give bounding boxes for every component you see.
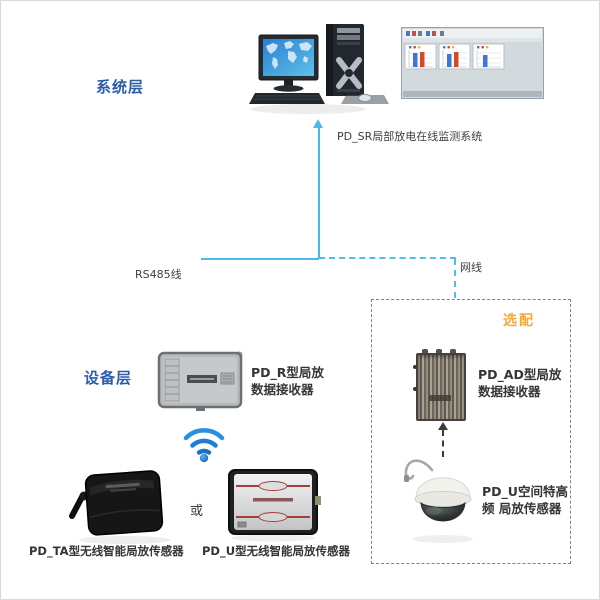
pd-ta-label: PD_TA型无线智能局放传感器 bbox=[29, 544, 184, 558]
port-strip bbox=[164, 358, 180, 402]
pd-u-uhf-label-line2: 频 局放传感器 bbox=[482, 501, 562, 516]
mouse bbox=[341, 93, 389, 104]
toolbar-icons bbox=[406, 31, 444, 36]
pd-u-sensor-illustration bbox=[228, 469, 321, 542]
ethernet-dashed-line-h bbox=[319, 257, 456, 259]
pdad-bump bbox=[436, 349, 442, 353]
pd-ad-label-line1: PD_AD型局放 bbox=[478, 367, 562, 382]
rs485-line bbox=[201, 258, 319, 260]
computer-shadow bbox=[250, 104, 366, 114]
side-connector bbox=[315, 496, 321, 505]
pd-ta-sensor-illustration bbox=[69, 470, 171, 544]
or-label: 或 bbox=[190, 504, 204, 519]
chart-panel-3 bbox=[472, 43, 505, 70]
chart-panel-2 bbox=[438, 43, 471, 70]
pd-r-label-line2: 数据接收器 bbox=[251, 382, 314, 397]
pdad-nameplate bbox=[429, 395, 451, 401]
keyboard bbox=[249, 93, 325, 104]
pd-ad-receiver-illustration bbox=[413, 349, 466, 421]
window-status-bar bbox=[403, 91, 542, 97]
pd-r-label: PD_R型局放 数据接收器 bbox=[251, 364, 324, 398]
pdad-bolt bbox=[413, 365, 417, 369]
face-details bbox=[236, 481, 310, 528]
dome-camera-illustration bbox=[404, 459, 473, 543]
pd-u-label: PD_U型无线智能局放传感器 bbox=[202, 544, 351, 558]
window-toolbar bbox=[403, 29, 542, 38]
desktop-computer-illustration bbox=[249, 24, 389, 114]
optional-label: 选配 bbox=[503, 313, 535, 329]
ethernet-dashed-line-v bbox=[454, 259, 456, 298]
pd-r-label-line1: PD_R型局放 bbox=[251, 365, 324, 380]
camera-receiver-dashed-line bbox=[442, 430, 444, 457]
ethernet-label: 网线 bbox=[460, 261, 482, 274]
monitor bbox=[258, 34, 319, 92]
pd-u-uhf-label-line1: PD_U空间特高 bbox=[482, 484, 568, 499]
vertical-line-computer bbox=[318, 127, 320, 259]
arrow-up-camera-to-receiver bbox=[438, 422, 448, 430]
monitoring-software-window bbox=[401, 27, 544, 99]
optional-group-box bbox=[371, 299, 571, 564]
world-map-graphic bbox=[266, 41, 312, 69]
pdad-body bbox=[416, 353, 466, 421]
system-layer-label: 系统层 bbox=[96, 78, 145, 96]
camera-cable bbox=[404, 459, 434, 480]
arrow-up-to-computer bbox=[313, 119, 323, 128]
system-caption: PD_SR局部放电在线监测系统 bbox=[337, 130, 483, 143]
rs485-label: RS485线 bbox=[135, 268, 182, 281]
pdad-bump bbox=[422, 349, 428, 353]
pd-ad-label: PD_AD型局放 数据接收器 bbox=[478, 366, 561, 400]
device-layer-label: 设备层 bbox=[84, 369, 133, 387]
tower-case bbox=[326, 24, 364, 96]
pdad-bolt bbox=[413, 387, 417, 391]
wifi-icon bbox=[183, 428, 225, 463]
pd-r-receiver-illustration bbox=[157, 351, 243, 411]
pd-ad-label-line2: 数据接收器 bbox=[478, 384, 541, 399]
sensor-body bbox=[84, 470, 164, 536]
pd-u-uhf-label: PD_U空间特高 频 局放传感器 bbox=[482, 483, 568, 517]
pdad-bump bbox=[450, 349, 456, 353]
window-menu-strip bbox=[403, 38, 542, 42]
camera-body bbox=[414, 477, 472, 522]
chart-panel-1 bbox=[404, 43, 437, 70]
camera-dome-lens bbox=[420, 501, 466, 522]
